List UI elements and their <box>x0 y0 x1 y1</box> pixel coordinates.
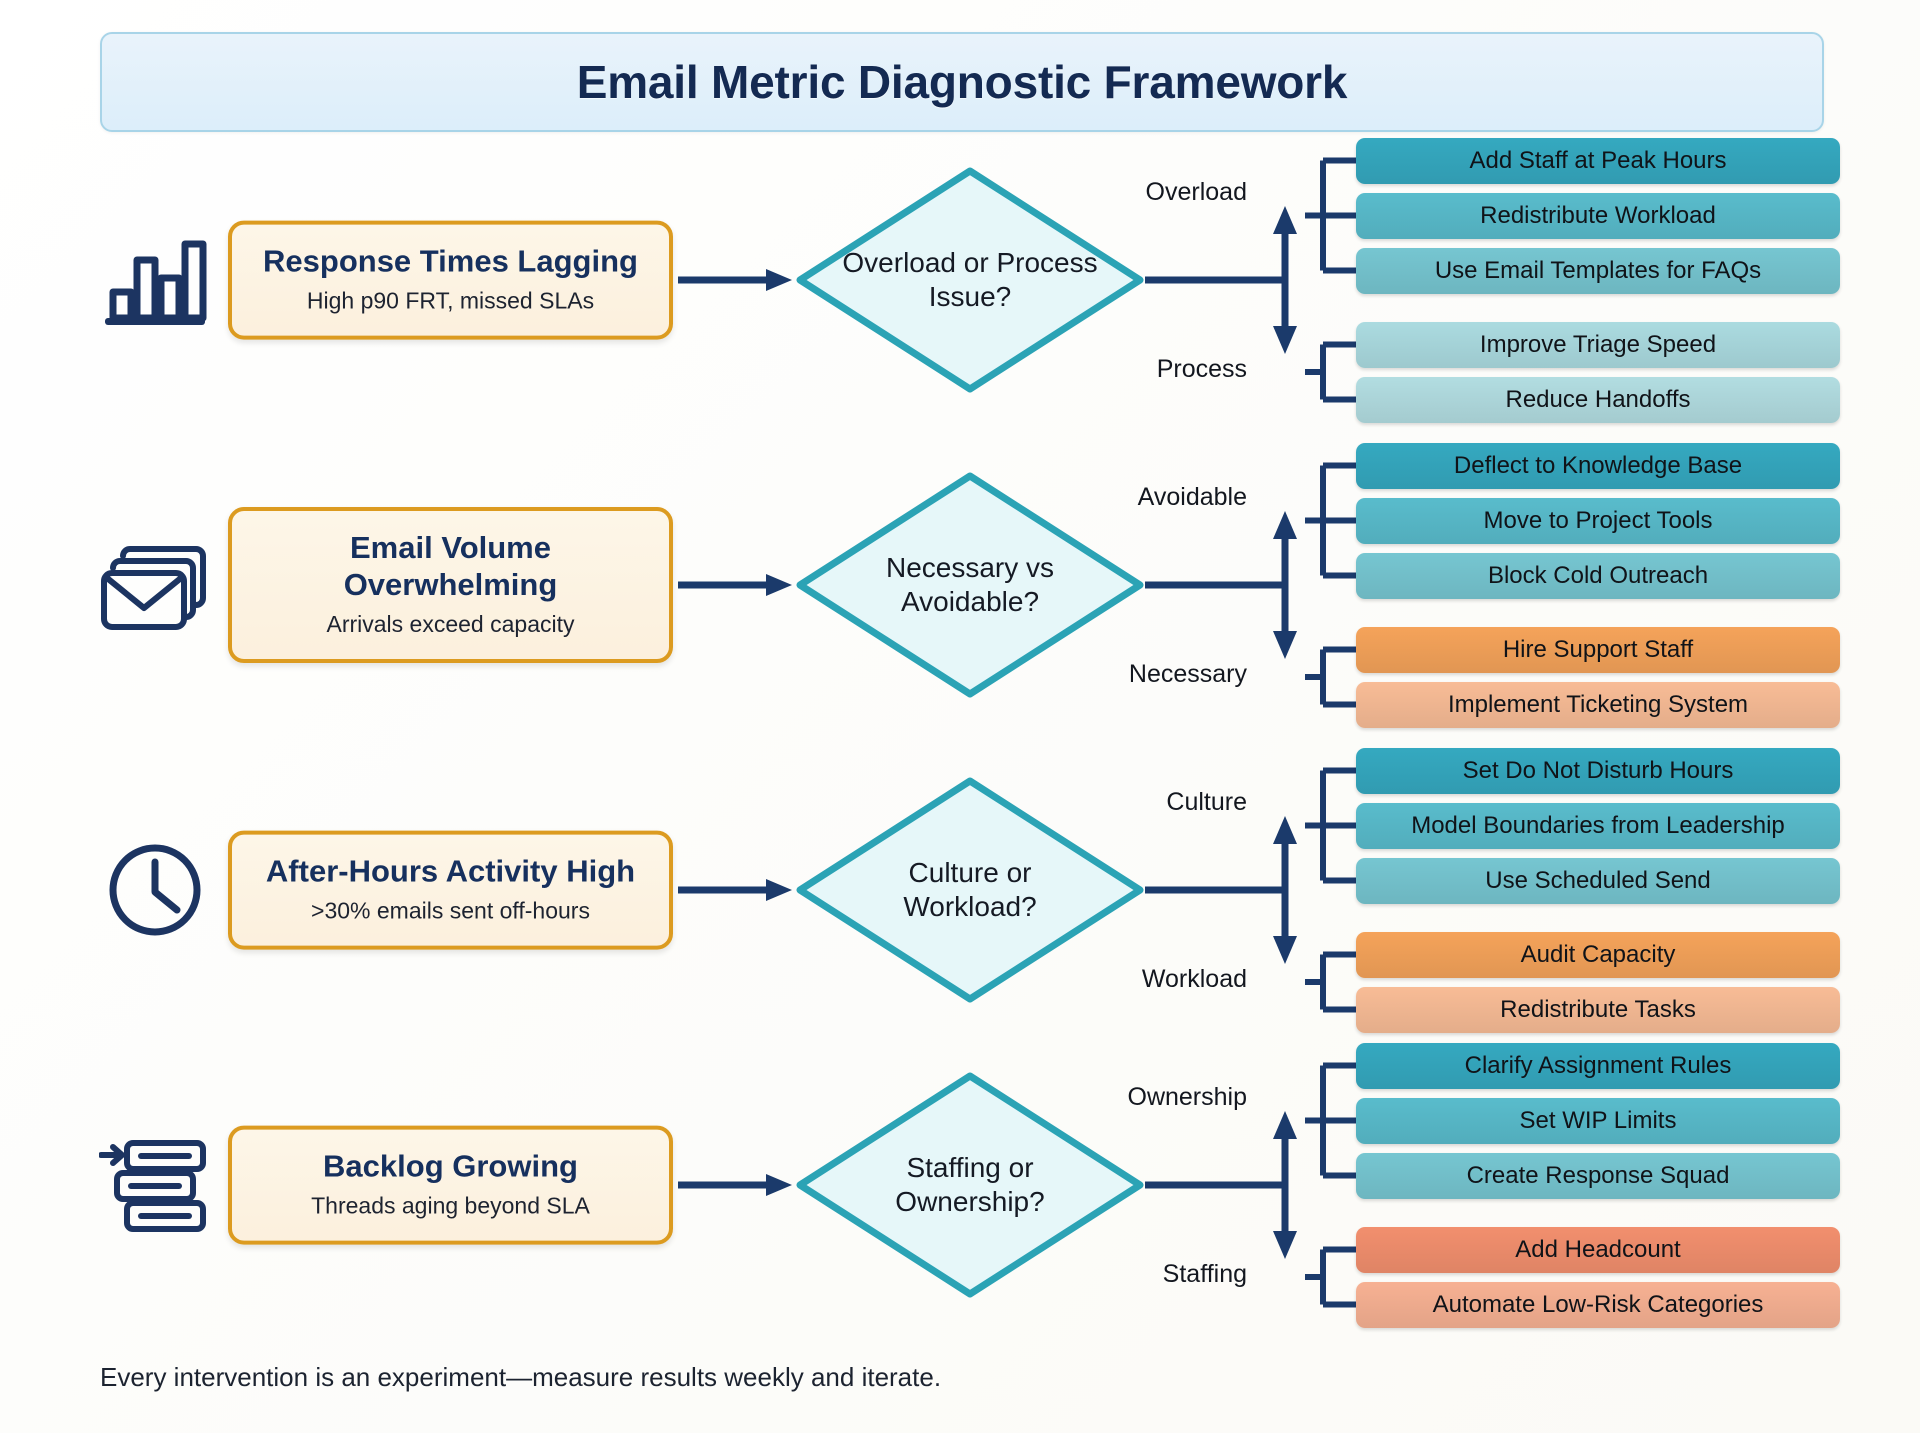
diagnostic-row: Response Times Lagging High p90 FRT, mis… <box>0 137 1920 423</box>
branch-label-lower: Necessary <box>1128 660 1247 688</box>
problem-subtitle: High p90 FRT, missed SLAs <box>306 287 595 314</box>
problem-card[interactable]: Email Volume Overwhelming Arrivals excee… <box>228 507 673 663</box>
action-box[interactable]: Set WIP Limits <box>1356 1097 1840 1144</box>
problem-subtitle: Arrivals exceed capacity <box>326 611 575 638</box>
arrow-problem-to-decision <box>678 1172 794 1198</box>
decision-diamond[interactable]: Culture or Workload? <box>795 776 1145 1004</box>
action-box[interactable]: Block Cold Outreach <box>1356 552 1840 599</box>
branch-label-lower: Staffing <box>1162 1260 1247 1288</box>
action-box[interactable]: Implement Ticketing System <box>1356 681 1840 728</box>
diagnostic-row: Backlog Growing Threads aging beyond SLA… <box>0 1042 1920 1328</box>
diagnostic-row: Email Volume Overwhelming Arrivals excee… <box>0 442 1920 728</box>
problem-card[interactable]: After-Hours Activity High >30% emails se… <box>228 830 673 950</box>
action-box[interactable]: Clarify Assignment Rules <box>1356 1042 1840 1089</box>
decision-diamond[interactable]: Necessary vs Avoidable? <box>795 471 1145 699</box>
bar-chart-icon <box>95 220 215 340</box>
action-box[interactable]: Set Do Not Disturb Hours <box>1356 747 1840 794</box>
decision-diamond[interactable]: Overload or Process Issue? <box>795 166 1145 394</box>
action-box[interactable]: Automate Low-Risk Categories <box>1356 1281 1840 1328</box>
problem-title: Backlog Growing <box>323 1148 578 1184</box>
branch-split-connector: Ownership Staffing <box>1128 1055 1375 1315</box>
problem-title: Email Volume Overwhelming <box>343 530 558 603</box>
problem-title: Response Times Lagging <box>263 243 638 279</box>
branch-label-upper: Ownership <box>1127 1083 1248 1111</box>
title-banner: Email Metric Diagnostic Framework <box>100 32 1824 132</box>
page-title: Email Metric Diagnostic Framework <box>576 56 1348 108</box>
problem-card[interactable]: Backlog Growing Threads aging beyond SLA <box>228 1125 673 1245</box>
problem-card[interactable]: Response Times Lagging High p90 FRT, mis… <box>228 220 673 340</box>
footer-note: Every intervention is an experiment—meas… <box>100 1362 942 1392</box>
action-box[interactable]: Model Boundaries from Leadership <box>1356 802 1840 849</box>
action-box[interactable]: Add Headcount <box>1356 1226 1840 1273</box>
arrow-problem-to-decision <box>678 877 794 903</box>
clock-icon <box>95 830 215 950</box>
arrow-problem-to-decision <box>678 267 794 293</box>
branch-split-connector: Overload Process <box>1145 150 1375 410</box>
branch-label-upper: Avoidable <box>1137 483 1247 511</box>
arrow-problem-to-decision <box>678 572 794 598</box>
backlog-queue-icon <box>95 1125 215 1245</box>
action-box[interactable]: Use Scheduled Send <box>1356 857 1840 904</box>
problem-subtitle: Threads aging beyond SLA <box>311 1192 590 1219</box>
problem-title: After-Hours Activity High <box>265 853 636 889</box>
diagnostic-row: After-Hours Activity High >30% emails se… <box>0 747 1920 1033</box>
action-box[interactable]: Add Staff at Peak Hours <box>1356 137 1840 184</box>
problem-subtitle: >30% emails sent off-hours <box>311 897 590 924</box>
action-box[interactable]: Move to Project Tools <box>1356 497 1840 544</box>
action-box[interactable]: Reduce Handoffs <box>1356 376 1840 423</box>
branch-label-lower: Process <box>1156 355 1247 383</box>
branch-split-connector: Avoidable Necessary <box>1129 455 1375 715</box>
decision-label: Culture or Workload? <box>903 856 1037 922</box>
action-box[interactable]: Hire Support Staff <box>1356 626 1840 673</box>
action-box[interactable]: Redistribute Workload <box>1356 192 1840 239</box>
action-box[interactable]: Create Response Squad <box>1356 1152 1840 1199</box>
branch-label-upper: Overload <box>1145 178 1247 206</box>
action-box[interactable]: Improve Triage Speed <box>1356 321 1840 368</box>
stacked-envelopes-icon <box>95 525 215 645</box>
action-box[interactable]: Deflect to Knowledge Base <box>1356 442 1840 489</box>
decision-label: Necessary vs Avoidable? <box>885 551 1055 617</box>
action-box[interactable]: Redistribute Tasks <box>1356 986 1840 1033</box>
decision-diamond[interactable]: Staffing or Ownership? <box>795 1071 1145 1299</box>
branch-label-upper: Culture <box>1166 788 1247 816</box>
branch-split-connector: Culture Workload <box>1141 760 1375 1020</box>
action-box[interactable]: Audit Capacity <box>1356 931 1840 978</box>
decision-label: Overload or Process Issue? <box>842 246 1098 312</box>
branch-label-lower: Workload <box>1141 965 1247 993</box>
decision-label: Staffing or Ownership? <box>895 1151 1045 1217</box>
action-box[interactable]: Use Email Templates for FAQs <box>1356 247 1840 294</box>
